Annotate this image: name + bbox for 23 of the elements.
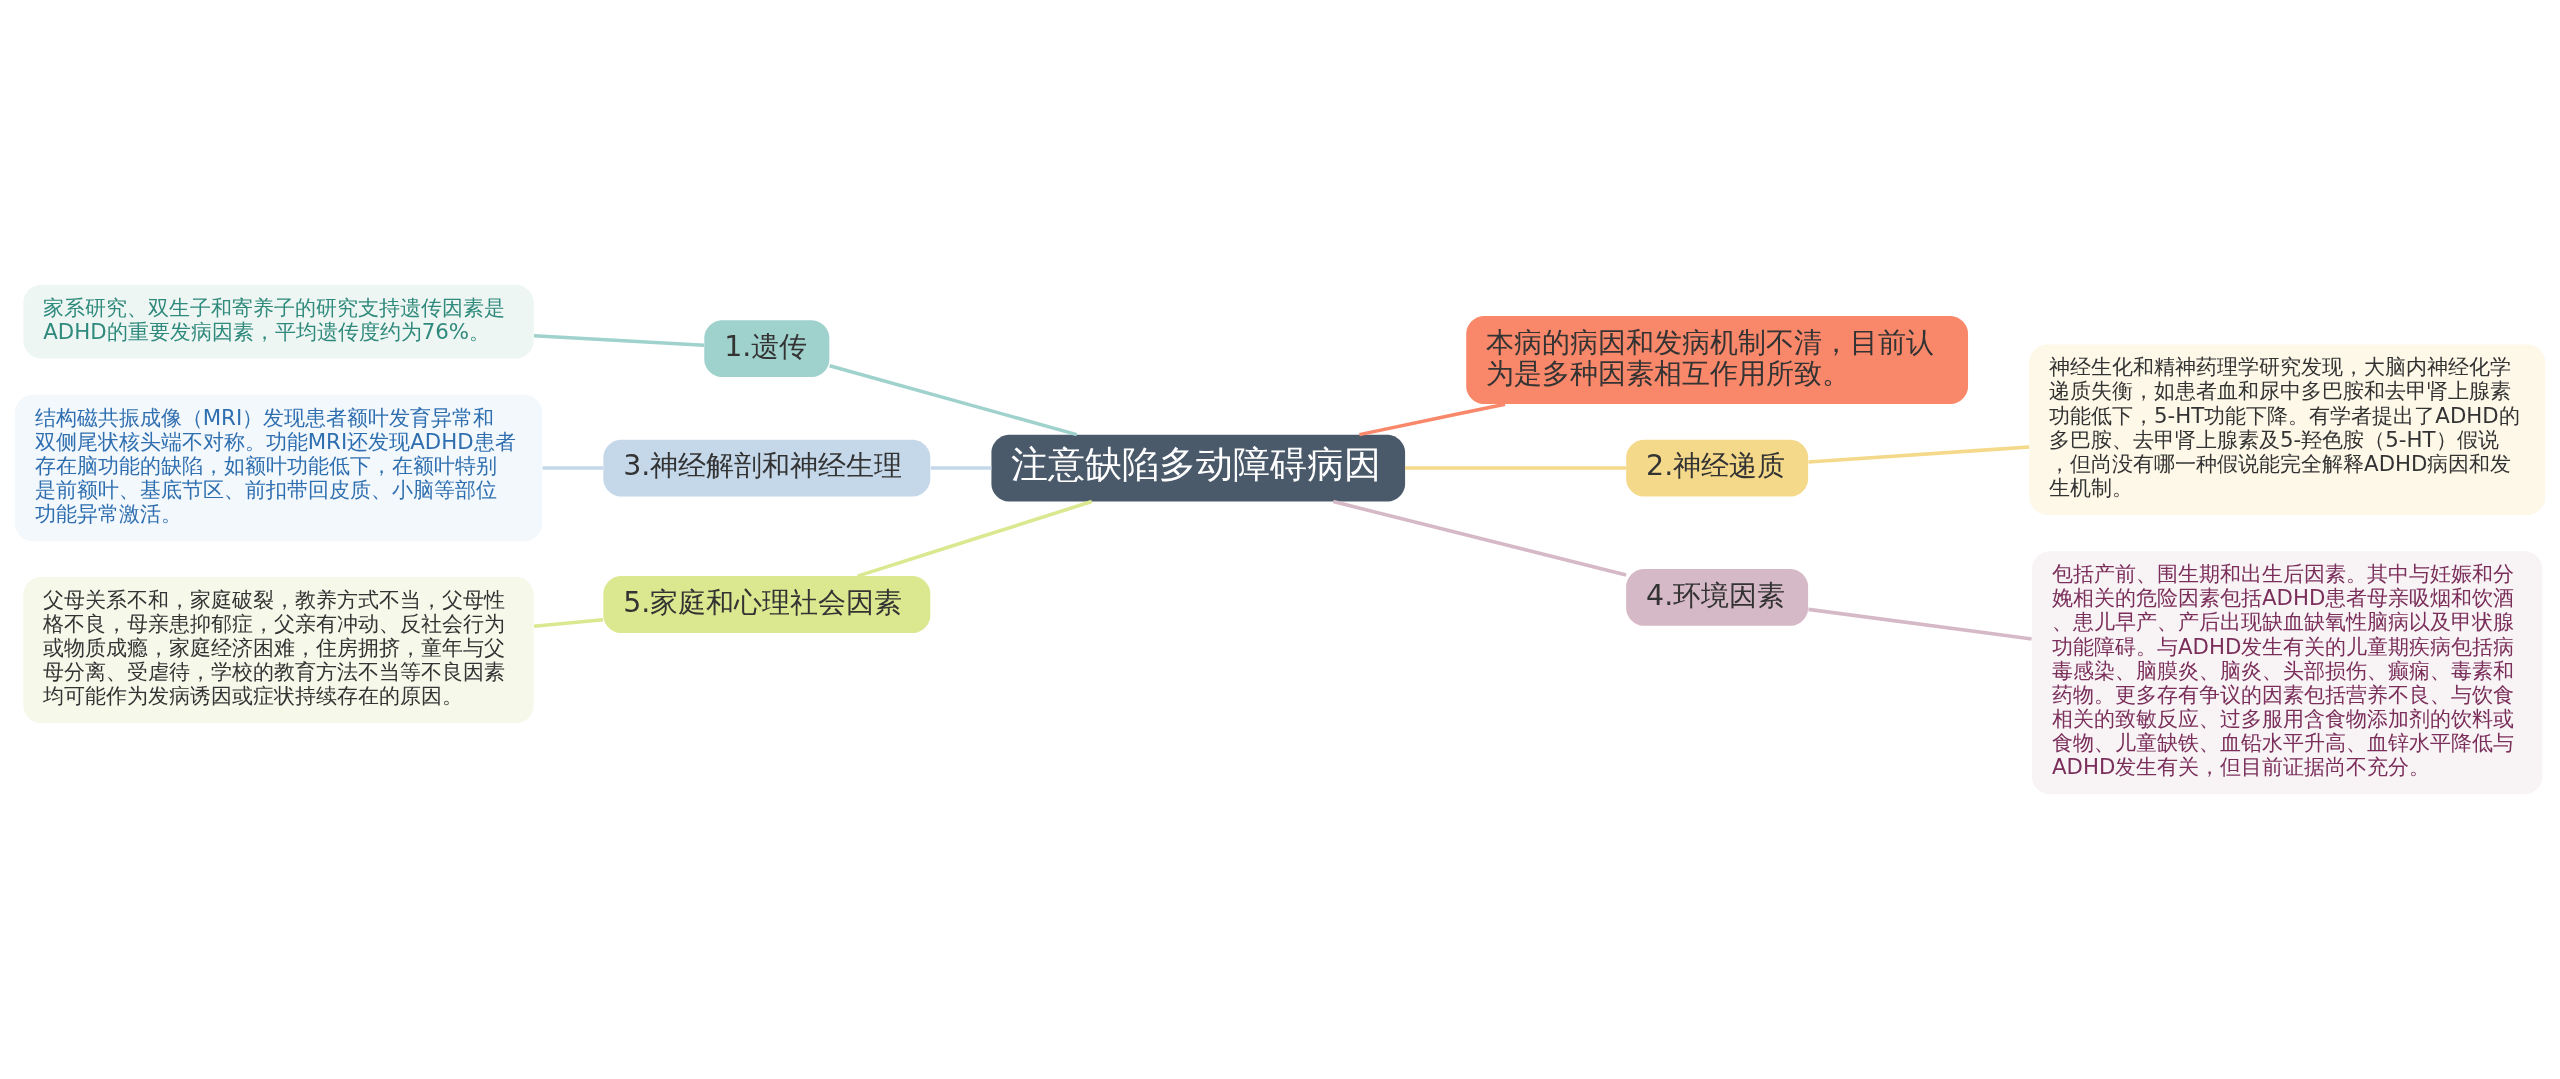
node-box: 2.神经递质 [1626,439,1809,497]
node-box: 包括产前、围生期和出生后因素。其中与妊娠和分娩相关的危险因素包括ADHD患者母亲吸烟和饮酒、患儿早产、产后出现缺血缺氧性脑病以及甲状腺功能障碍。与ADHD发生有关的儿童期疾病包括病毒感染、脑膜炎、脑炎、头部损伤、癫痫、毒素和药物。更多存有争议的因素包括营养不良、与饮食相关的致敏反应、过多服用含食物添加剂的饮料或食物、儿童缺铁、血铅水平升高、血锌水平降低与ADHD发生有关，但目前证据尚不充分。 [2032,551,2543,795]
connector [533,618,604,628]
connector [1332,499,1627,577]
connector [533,334,705,347]
connector [857,499,1093,578]
connector [1405,466,1626,470]
node-box: 注意缺陷多动障碍病因 [991,434,1406,502]
node-box: 本病的病因和发病机制不清，目前认为是多种因素相互作用所致。 [1466,315,1969,405]
node-box: 4.环境因素 [1626,569,1809,626]
node-box: 结构磁共振成像（MRI）发现患者额叶发育异常和双侧尾状核头端不对称。功能MRI还发现ADHD患者存在脑功能的缺陷，如额叶功能低下，在额叶特别是前额叶、基底节区、前扣带回皮质、小脑等部位功能异常激活。 [14,394,543,542]
node-box: 5.家庭和心理社会因素 [603,576,931,633]
node-box: 1.遗传 [704,320,830,378]
node-box: 神经生化和精神药理学研究发现，大脑内神经化学递质失衡，如患者血和尿中多巴胺和去甲肾上腺素功能低下，5-HT功能下降。有学者提出了ADHD的多巴胺、去甲肾上腺素及5-羟色胺（5-HT）假说，但尚没有哪一种假说能完全解释ADHD病因和发生机制。 [2029,344,2546,515]
connector [1808,445,2030,464]
connector [829,364,1078,437]
connector [930,466,992,470]
connector [1808,607,2032,641]
connector [1359,402,1506,437]
node-box: 3.神经解剖和神经生理 [603,439,931,497]
connector [542,466,604,470]
node-box: 家系研究、双生子和寄养子的研究支持遗传因素是ADHD的重要发病因素，平均遗传度约为76%。 [23,284,534,359]
node-box: 父母关系不和，家庭破裂，教养方式不当，父母性格不良，母亲患抑郁症，父亲有冲动、反社会行为或物质成瘾，家庭经济困难，住房拥挤，童年与父母分离、受虐待，学校的教育方法不当等不良因素均可能作为发病诱因或症状持续存在的原因。 [23,576,534,724]
